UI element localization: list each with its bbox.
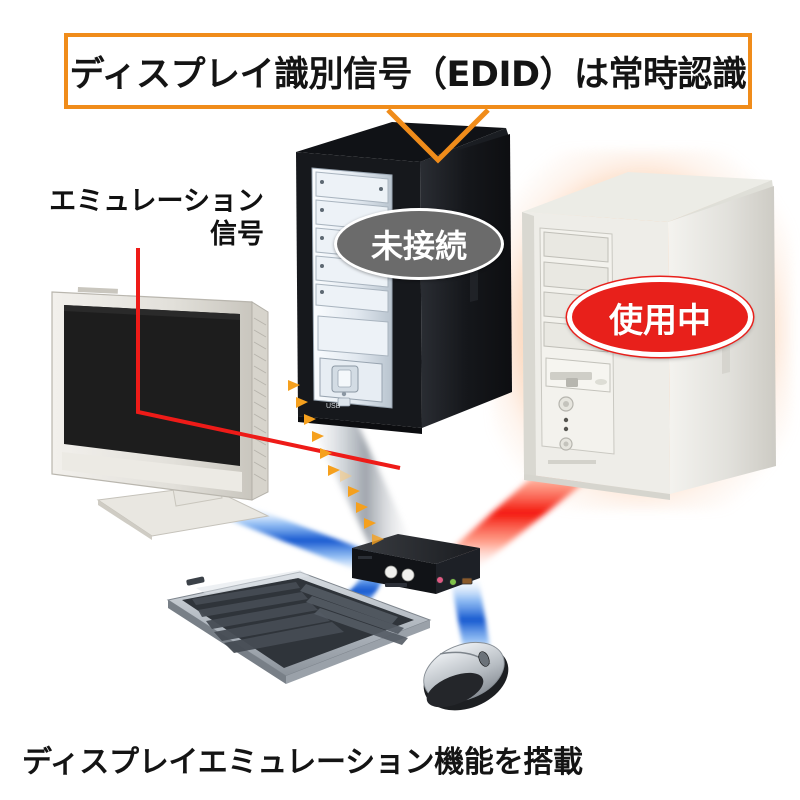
emulation-leader-line (136, 248, 401, 470)
usb-port (461, 577, 473, 585)
status-badge-unconnected-text: 未接続 (370, 227, 467, 265)
emulation-label-line2: 信号 (210, 218, 264, 250)
header-callout-text: ディスプレイ識別信号（EDID）は常時認識 (69, 54, 747, 95)
cable-black-pc-to-kvm (300, 396, 420, 566)
emulation-signal-label: エミュレーション 信号 (14, 186, 264, 252)
emulation-label-line1: エミュレーション (49, 186, 264, 217)
header-callout-box: ディスプレイ識別信号（EDID）は常時認識 (64, 33, 752, 109)
callout-pointer (386, 108, 490, 164)
status-badge-in-use-text: 使用中 (609, 300, 711, 341)
cable-monitor-to-kvm (212, 503, 382, 578)
svg-text:USB: USB (326, 403, 341, 410)
mic-jack-pink (436, 576, 444, 584)
keyboard[interactable] (166, 570, 432, 684)
bottom-caption: ディスプレイエミュレーション機能を搭載 (22, 745, 583, 780)
kvm-switch[interactable] (352, 534, 480, 594)
mouse[interactable] (414, 631, 518, 722)
status-badge-unconnected: 未接続 (334, 208, 504, 280)
audio-jack-green (449, 578, 457, 586)
status-badge-in-use: 使用中 (567, 277, 753, 357)
edid-arrow-flow (288, 380, 384, 545)
